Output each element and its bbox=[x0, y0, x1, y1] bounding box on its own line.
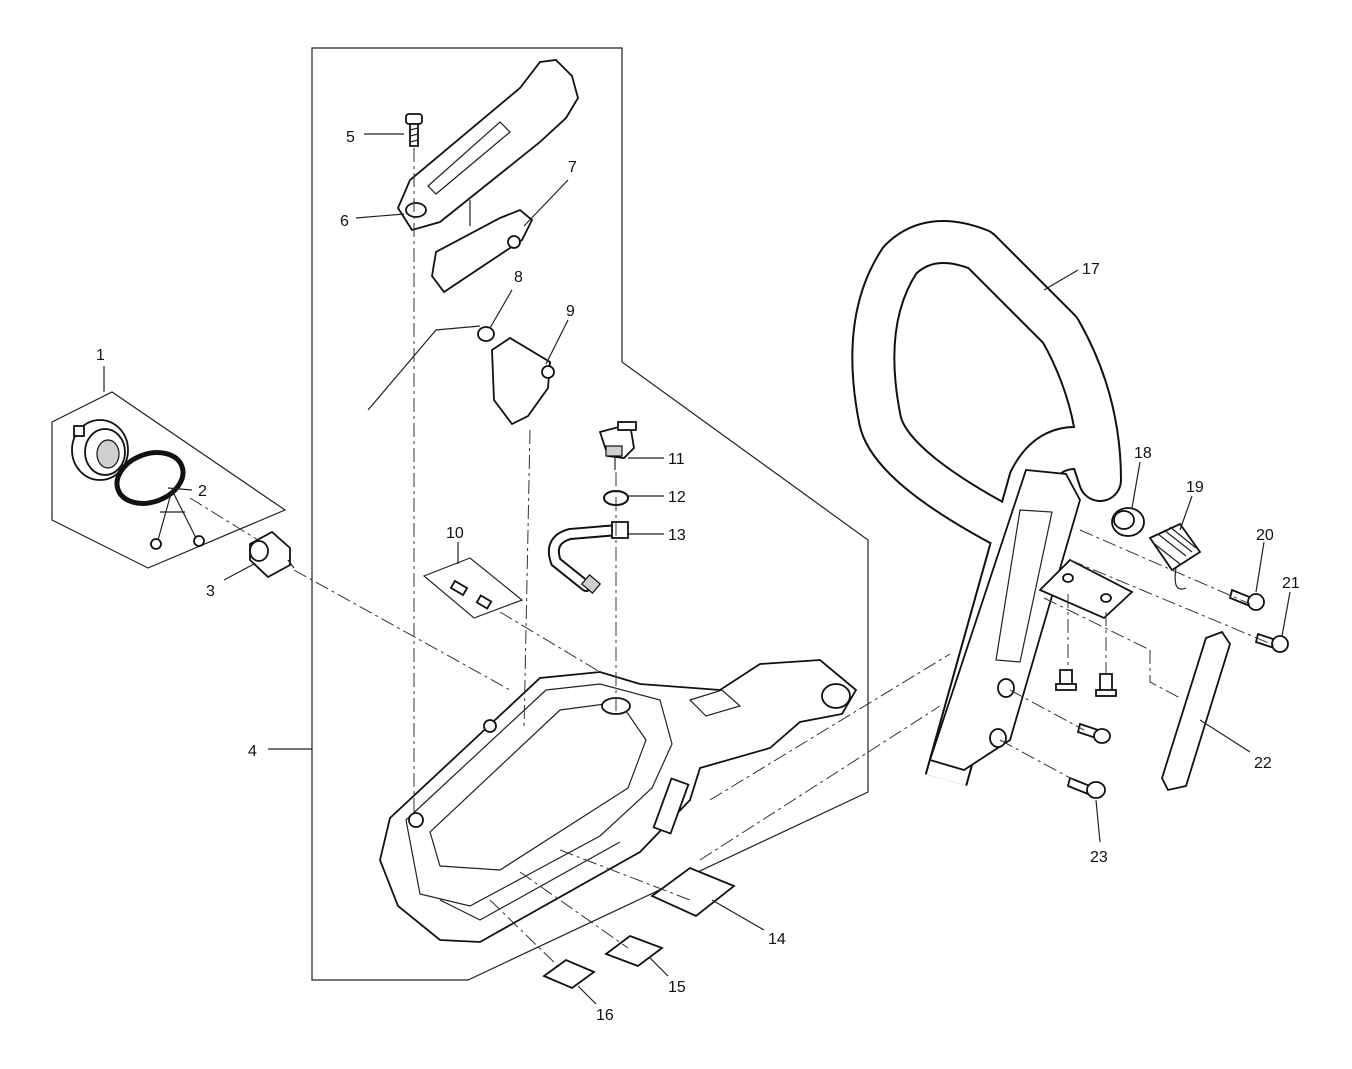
screw-23 bbox=[1066, 776, 1106, 799]
callout-19: 19 bbox=[1186, 479, 1204, 496]
callout-10: 10 bbox=[446, 525, 464, 542]
label-sticker-14 bbox=[650, 866, 736, 918]
handle-cover bbox=[396, 59, 579, 232]
fuel-cap bbox=[71, 419, 129, 481]
vent-valve bbox=[598, 421, 637, 470]
o-ring bbox=[114, 450, 186, 506]
assembly-lines bbox=[189, 148, 1277, 969]
callout-6: 6 bbox=[340, 213, 349, 230]
fuel-tank-housing bbox=[379, 659, 858, 943]
callout-20: 20 bbox=[1256, 527, 1274, 544]
leader-lines bbox=[103, 133, 1291, 1005]
bushing bbox=[1111, 507, 1145, 537]
mounting-plate bbox=[1038, 558, 1134, 620]
callout-5: 5 bbox=[346, 129, 355, 146]
cap-group-frame bbox=[51, 391, 287, 569]
callout-labels: 1 2 3 4 5 6 7 8 9 10 11 12 13 14 15 16 1… bbox=[96, 129, 1300, 1024]
callout-1: 1 bbox=[96, 347, 105, 364]
callout-21: 21 bbox=[1282, 575, 1300, 592]
callout-8: 8 bbox=[514, 269, 523, 286]
callout-23: 23 bbox=[1090, 849, 1108, 866]
spring bbox=[1148, 522, 1202, 590]
callout-11: 11 bbox=[668, 451, 685, 468]
sleeves bbox=[449, 579, 493, 610]
callout-14: 14 bbox=[768, 931, 786, 948]
grip-strip bbox=[1161, 630, 1231, 792]
bolt-b bbox=[1095, 673, 1117, 697]
callout-22: 22 bbox=[1254, 755, 1272, 772]
front-handle bbox=[851, 220, 1122, 786]
callout-17: 17 bbox=[1082, 261, 1100, 278]
callout-9: 9 bbox=[566, 303, 575, 320]
bolt-a bbox=[1055, 669, 1077, 691]
label-sticker-15 bbox=[604, 934, 664, 968]
callout-2: 2 bbox=[198, 483, 207, 500]
callout-3: 3 bbox=[206, 583, 215, 600]
tank-group-frame bbox=[311, 47, 869, 981]
throttle-lever bbox=[431, 208, 534, 294]
callout-12: 12 bbox=[668, 489, 686, 506]
fuel-hose bbox=[547, 521, 629, 594]
label-sticker-16 bbox=[542, 958, 596, 990]
sleeve-group-frame bbox=[422, 557, 524, 619]
callout-13: 13 bbox=[668, 527, 686, 544]
bolt-c bbox=[1076, 722, 1111, 744]
callout-18: 18 bbox=[1134, 445, 1152, 462]
fuel-filter bbox=[249, 530, 295, 579]
callout-4: 4 bbox=[248, 743, 257, 760]
retainer-strap bbox=[150, 489, 205, 550]
callout-15: 15 bbox=[668, 979, 686, 996]
lockout-lever bbox=[491, 336, 551, 426]
lever-spring bbox=[367, 325, 495, 411]
screw-21 bbox=[1254, 632, 1289, 653]
screw-20 bbox=[1228, 588, 1265, 611]
callout-16: 16 bbox=[596, 1007, 614, 1024]
screw-5 bbox=[405, 113, 423, 147]
callout-7: 7 bbox=[568, 159, 577, 176]
